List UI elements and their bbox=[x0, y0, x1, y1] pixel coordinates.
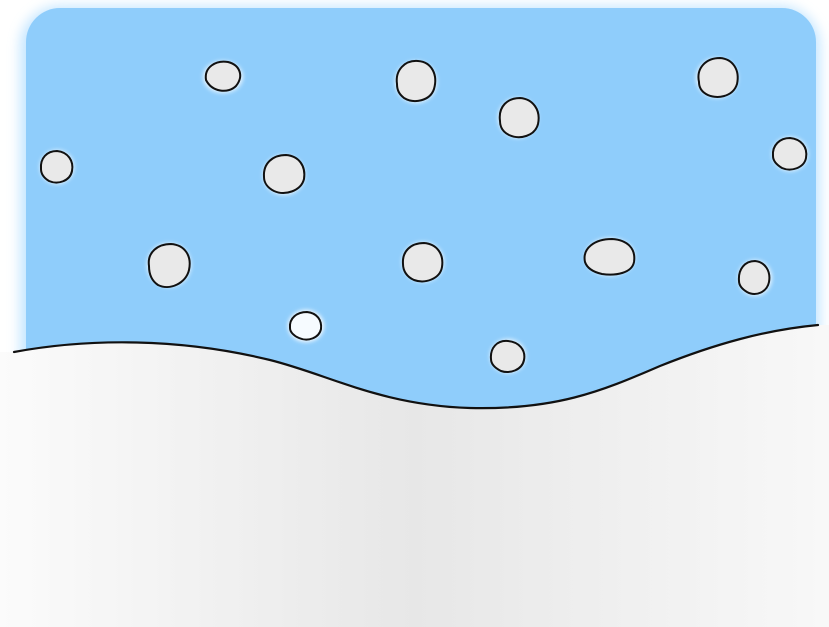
snowflake bbox=[263, 155, 305, 195]
snowflake-highlighted bbox=[288, 310, 324, 342]
snowflake bbox=[40, 150, 74, 184]
snowflake bbox=[402, 242, 444, 282]
snowflake bbox=[498, 98, 539, 138]
snowflake bbox=[490, 339, 526, 373]
snowflake bbox=[772, 137, 808, 171]
snowflake bbox=[585, 238, 635, 276]
snowflake bbox=[738, 260, 772, 296]
snowflake bbox=[147, 243, 191, 287]
snowflake bbox=[696, 58, 738, 98]
snowflake bbox=[203, 61, 243, 93]
snowflake bbox=[395, 61, 437, 103]
